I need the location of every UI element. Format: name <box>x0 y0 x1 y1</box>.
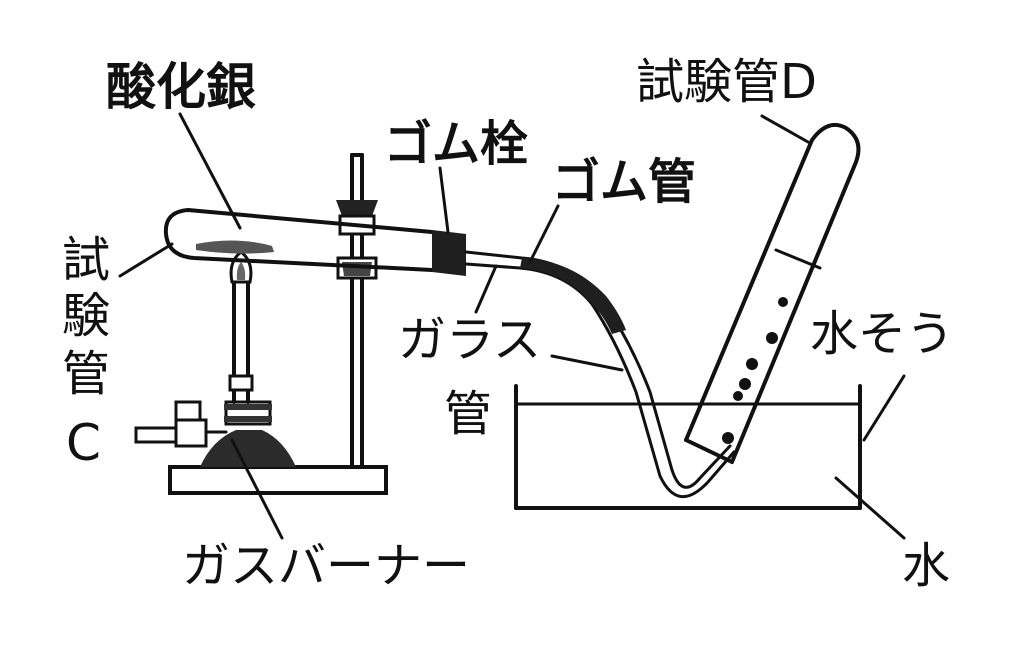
rubber-stopper <box>432 230 466 276</box>
test-tube-d <box>684 123 861 464</box>
label-glass-tube-line1: ガラス <box>398 312 541 368</box>
label-glass-tube-line2: 管 <box>444 386 492 442</box>
label-test-tube-c: 試 験 管 C <box>62 232 110 472</box>
svg-text:C: C <box>66 414 101 472</box>
rubber-tube <box>520 258 626 334</box>
gas-burner <box>134 250 296 467</box>
label-water: 水 <box>902 538 950 594</box>
label-water-tank: 水そう <box>810 306 954 362</box>
water-tank <box>514 384 862 510</box>
label-silver-oxide: 酸化銀 <box>106 58 256 116</box>
label-gas-burner: ガスバーナー <box>182 538 470 594</box>
svg-text:験: 験 <box>62 288 110 344</box>
test-tube-c <box>163 208 434 272</box>
leader-lines <box>118 112 906 540</box>
glass-tube <box>464 250 736 499</box>
label-rubber-stopper: ゴム栓 <box>384 116 528 172</box>
stand-base <box>168 465 388 495</box>
svg-text:試: 試 <box>62 232 110 288</box>
gas-bubbles <box>722 297 788 444</box>
svg-text:管: 管 <box>62 346 110 402</box>
label-rubber-tube: ゴム管 <box>552 154 696 210</box>
label-test-tube-d: 試験管D <box>636 54 817 110</box>
